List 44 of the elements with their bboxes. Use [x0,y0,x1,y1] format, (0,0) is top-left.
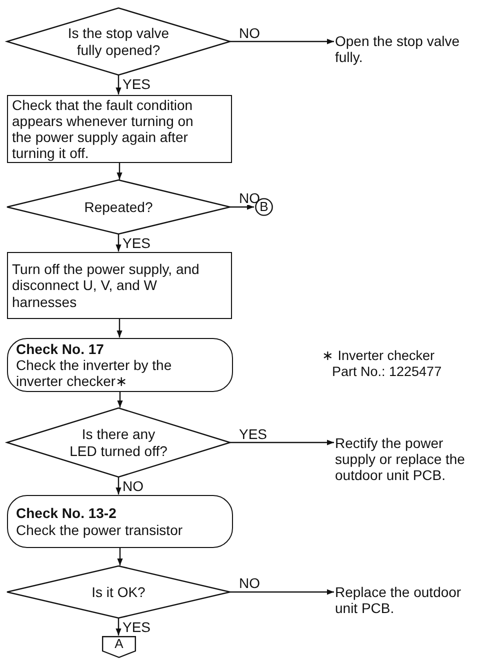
arrow [116,75,122,94]
step-text: Is the stop valve fully opened? [67,25,170,58]
off-page-connector [102,636,136,658]
arrow [117,548,123,566]
arrow [230,589,334,595]
step-text: Check that the fault condition appears whenever turning on the power supply again after turning it off. [12,96,194,162]
step-text: Replace the outdoor unit PCB. [335,584,462,616]
edge-label: YES [122,236,152,250]
footnote: ∗ Inverter checker Part No.: 1225477 [322,348,443,380]
step-heading: Check No. 17 [16,340,104,357]
arrow [230,204,254,210]
step-text: Rectify the power supply or replace the outdoor unit PCB. [335,435,466,484]
step-text: A [114,636,124,652]
arrow [116,477,122,494]
arrow [116,163,122,180]
arrow [230,440,334,446]
process-box [7,95,232,163]
process-box [7,252,232,319]
decision-diamond [7,180,230,234]
step-text: Repeated? [84,198,153,216]
step-text: Check the inverter by the inverter checker∗ [16,356,173,390]
step-text: Check the power transistor [16,522,183,538]
arrow [230,38,334,44]
step-text: Is there any LED turned off? [68,426,168,459]
decision-diamond [7,8,230,75]
step-text: B [260,200,268,214]
edge-label: YES [122,620,152,634]
step-heading: Check No. 13-2 [16,505,116,522]
arrow [116,234,122,252]
decision-diamond [7,408,230,477]
check-step-box [7,495,233,548]
decision-diamond [7,566,230,618]
edge-label: NO [122,479,144,493]
edge-label: YES [122,77,152,91]
edge-label: NO [238,576,261,590]
step-text: Turn off the power supply, and disconnect U, V, and W harnesses [12,261,200,310]
arrow [116,618,122,636]
arrow [117,392,123,408]
check-step-box [7,338,233,392]
edge-label: YES [238,426,268,440]
arrow [116,319,122,338]
step-text: Open the stop valve fully. [335,33,461,66]
step-text: Is it OK? [92,584,146,600]
edge-label: NO [238,26,261,40]
